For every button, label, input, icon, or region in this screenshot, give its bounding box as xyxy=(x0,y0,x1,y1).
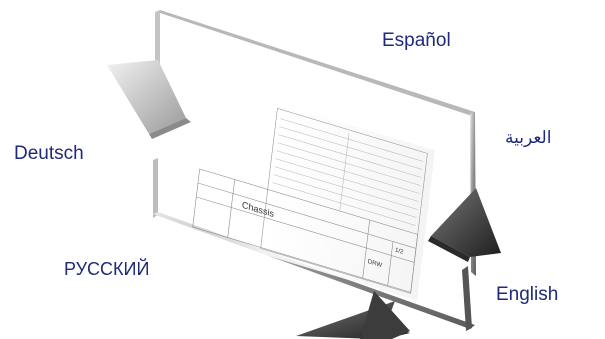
language-label-spanish: Español xyxy=(382,30,451,51)
language-label-german: Deutsch xyxy=(14,143,84,164)
drawing-doc-type: DRW xyxy=(367,258,382,269)
arrow-right-icon xyxy=(296,291,410,339)
arrow-down-icon xyxy=(107,60,191,139)
language-label-russian: РУССКИЙ xyxy=(64,259,150,279)
technical-drawing: Chassis DRW 1/2 xyxy=(181,80,435,301)
drawing-sheet: 1/2 xyxy=(395,247,405,256)
language-label-arabic: العربية xyxy=(505,128,552,147)
language-label-english: English xyxy=(496,284,559,305)
arrow-up-icon xyxy=(428,188,501,262)
